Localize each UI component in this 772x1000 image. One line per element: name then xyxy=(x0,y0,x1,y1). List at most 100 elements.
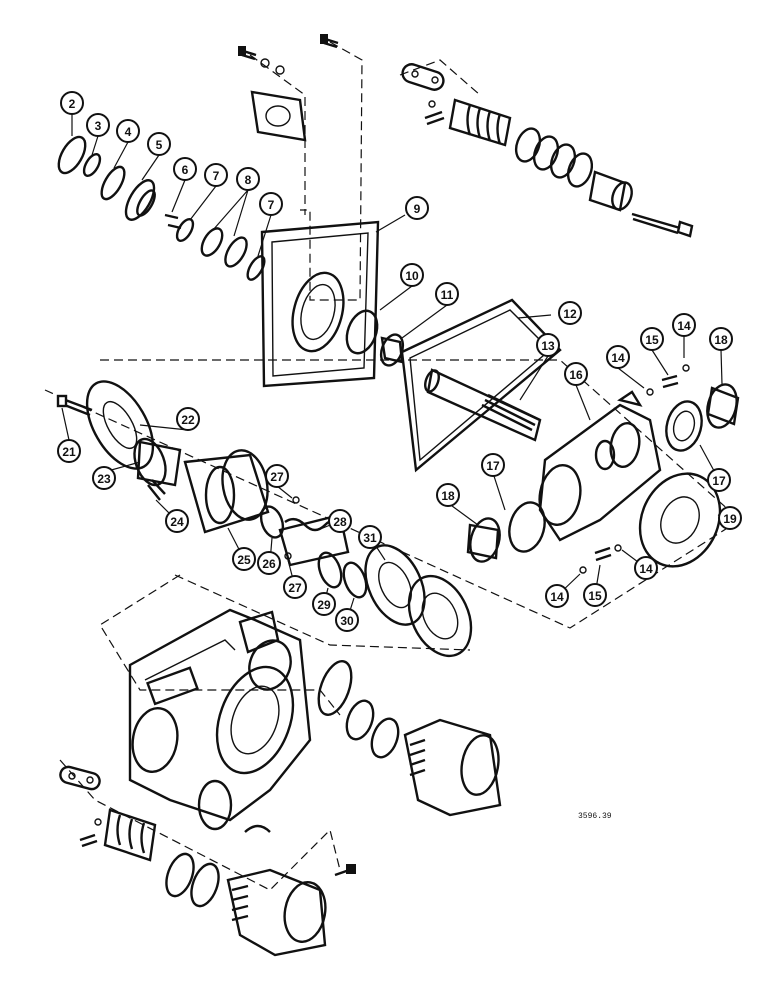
callout-circle xyxy=(259,192,283,216)
callout-16: 16 xyxy=(564,362,588,386)
callout-6: 6 xyxy=(173,157,197,181)
callout-circle xyxy=(436,483,460,507)
callout-number: 28 xyxy=(333,515,347,529)
callout-number: 7 xyxy=(268,198,275,212)
figure-reference-code: 3596.39 xyxy=(578,812,612,821)
callout-14: 14 xyxy=(545,584,569,608)
callout-circle xyxy=(92,466,116,490)
callout-7: 7 xyxy=(204,163,228,187)
callout-number: 14 xyxy=(677,319,691,333)
callout-number: 10 xyxy=(405,269,419,283)
callout-number: 18 xyxy=(714,333,728,347)
callout-28: 28 xyxy=(328,509,352,533)
callout-18: 18 xyxy=(709,327,733,351)
callout-number: 13 xyxy=(541,339,555,353)
callout-2: 2 xyxy=(60,91,84,115)
callout-number: 6 xyxy=(182,163,189,177)
upper-right-shaft-assembly xyxy=(401,63,694,238)
callout-circle xyxy=(435,282,459,306)
callout-number: 25 xyxy=(237,553,251,567)
callout-circle xyxy=(312,592,336,616)
callout-circle xyxy=(116,119,140,143)
callout-circle xyxy=(709,327,733,351)
callout-number: 24 xyxy=(170,515,184,529)
lower-left-axle-assembly xyxy=(59,765,356,957)
callout-15: 15 xyxy=(583,583,607,607)
callout-circle xyxy=(232,547,256,571)
callout-number: 9 xyxy=(414,202,421,216)
final-drive-housing xyxy=(128,608,312,831)
callout-circle xyxy=(283,575,307,599)
callout-7: 7 xyxy=(259,192,283,216)
callout-circle xyxy=(165,509,189,533)
callout-22: 22 xyxy=(176,407,200,431)
callout-circle xyxy=(236,167,260,191)
callout-29: 29 xyxy=(312,592,336,616)
callout-24: 24 xyxy=(165,509,189,533)
callout-19: 19 xyxy=(718,506,742,530)
callout-circle xyxy=(358,525,382,549)
callout-number: 17 xyxy=(486,459,500,473)
callout-number: 31 xyxy=(363,531,377,545)
callout-circle xyxy=(718,506,742,530)
callout-27: 27 xyxy=(283,575,307,599)
callout-number: 17 xyxy=(712,474,726,488)
callout-circle xyxy=(176,407,200,431)
callout-number: 27 xyxy=(288,581,302,595)
housing-gasket-plate xyxy=(260,220,405,388)
callout-number: 3 xyxy=(95,119,102,133)
callout-circle xyxy=(147,132,171,156)
callout-circle xyxy=(583,583,607,607)
callout-circle xyxy=(536,333,560,357)
callout-circle xyxy=(400,263,424,287)
callout-circle xyxy=(57,439,81,463)
callout-circle xyxy=(328,509,352,533)
callout-17: 17 xyxy=(481,453,505,477)
callout-12: 12 xyxy=(558,301,582,325)
callout-number: 16 xyxy=(569,368,583,382)
callout-number: 15 xyxy=(588,589,602,603)
callout-circle xyxy=(558,301,582,325)
callout-5: 5 xyxy=(147,132,171,156)
callout-number: 8 xyxy=(245,173,252,187)
callout-14: 14 xyxy=(634,556,658,580)
callout-number: 7 xyxy=(213,169,220,183)
callout-11: 11 xyxy=(435,282,459,306)
seal-rings-group xyxy=(57,135,266,281)
callout-3: 3 xyxy=(86,113,110,137)
callout-circle xyxy=(335,608,359,632)
callout-4: 4 xyxy=(116,119,140,143)
callout-14: 14 xyxy=(672,313,696,337)
callout-circle xyxy=(204,163,228,187)
callout-number: 4 xyxy=(125,125,132,139)
callout-number: 22 xyxy=(181,413,195,427)
callout-31: 31 xyxy=(358,525,382,549)
top-cover-plate xyxy=(238,34,339,142)
callout-circle xyxy=(672,313,696,337)
callout-23: 23 xyxy=(92,466,116,490)
callout-number: 14 xyxy=(611,351,625,365)
callout-circle xyxy=(405,196,429,220)
callout-9: 9 xyxy=(405,196,429,220)
callout-number: 18 xyxy=(441,489,455,503)
callout-number: 14 xyxy=(550,590,564,604)
callout-circle xyxy=(86,113,110,137)
callout-18: 18 xyxy=(436,483,460,507)
callout-number: 5 xyxy=(156,138,163,152)
callout-15: 15 xyxy=(640,327,664,351)
callout-circle xyxy=(60,91,84,115)
callout-circle xyxy=(545,584,569,608)
callout-number: 27 xyxy=(270,470,284,484)
callout-number: 29 xyxy=(317,598,331,612)
callout-circle xyxy=(173,157,197,181)
callout-30: 30 xyxy=(335,608,359,632)
differential-carrier xyxy=(466,364,740,574)
callout-number: 11 xyxy=(441,288,454,302)
callout-circle xyxy=(257,551,281,575)
callout-number: 15 xyxy=(645,333,659,347)
callout-circle xyxy=(634,556,658,580)
callout-27: 27 xyxy=(265,464,289,488)
callout-14: 14 xyxy=(606,345,630,369)
